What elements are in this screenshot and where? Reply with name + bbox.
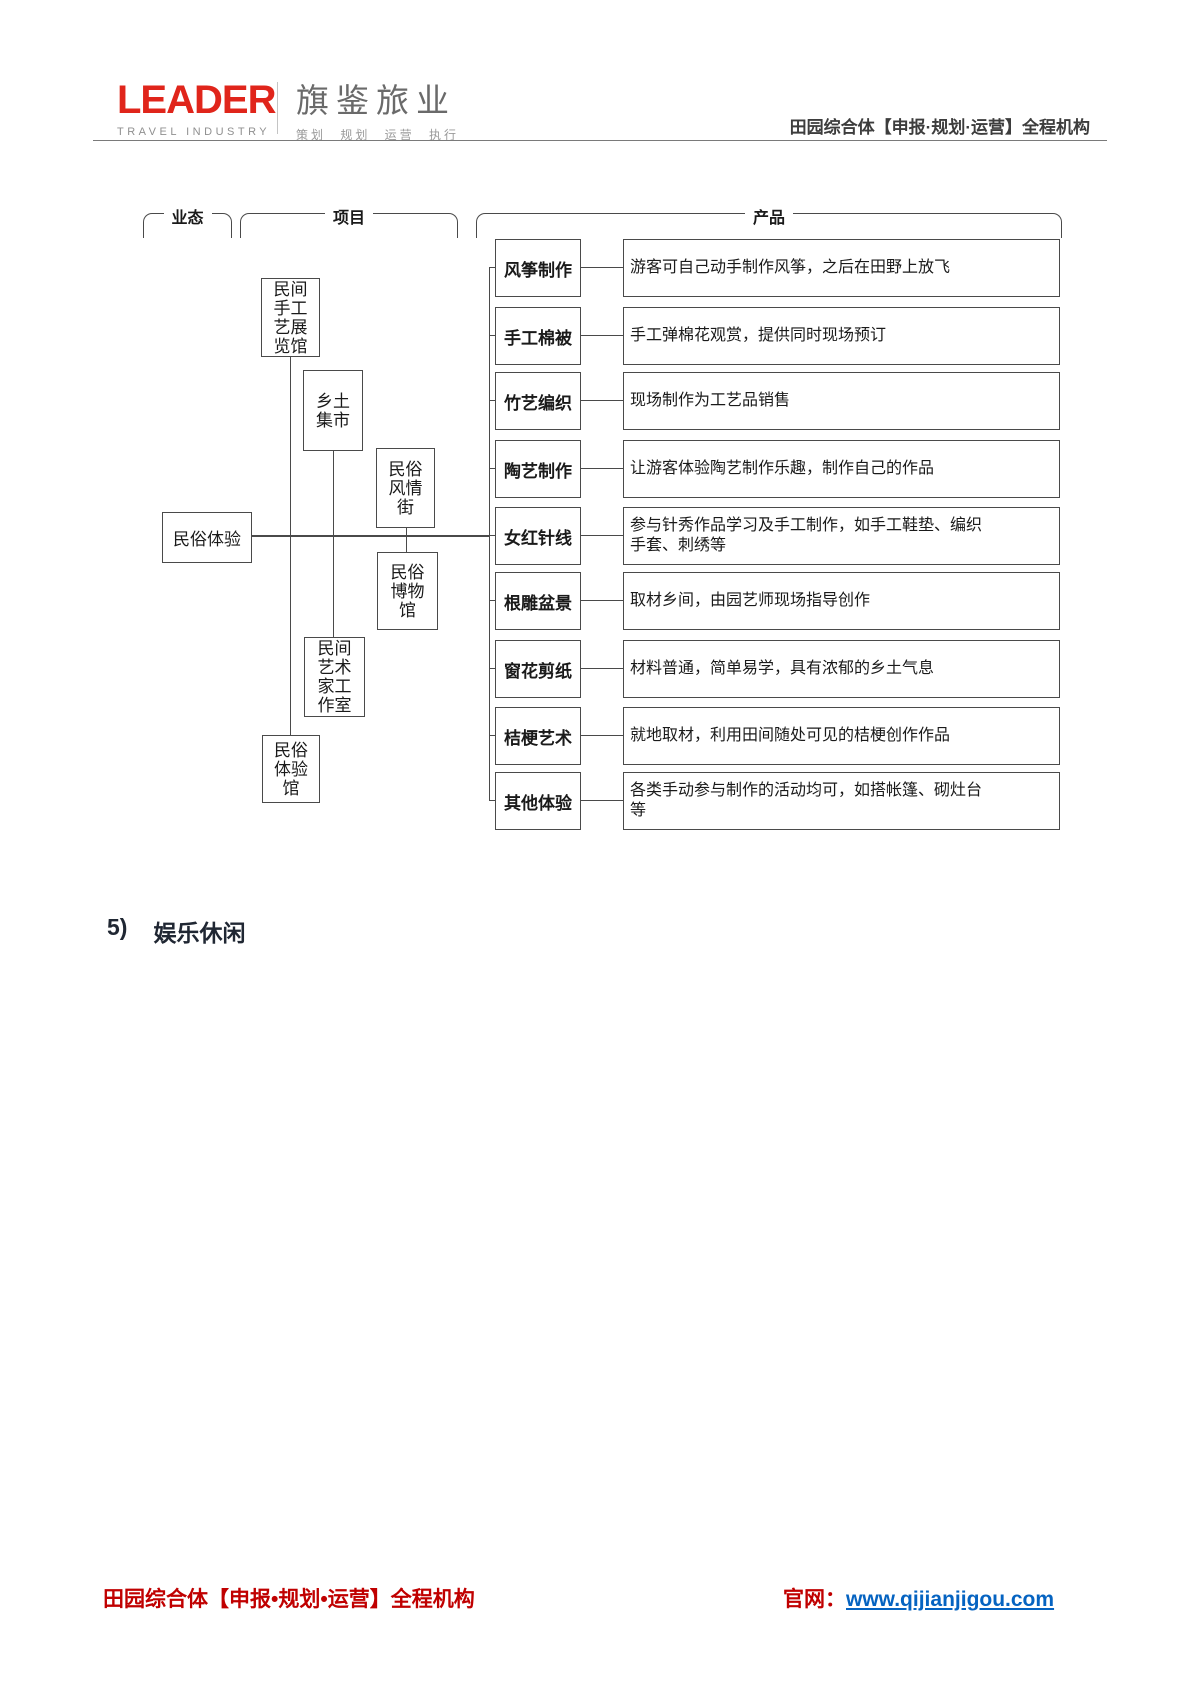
stub-spine-row5 — [489, 535, 495, 536]
connector-exhibit-hall-line — [290, 357, 291, 735]
stub-spine-row7 — [489, 668, 495, 669]
stub-desc-row8 — [581, 735, 623, 736]
stub-desc-row2 — [581, 335, 623, 336]
column-label-business: 业态 — [163, 204, 212, 228]
stub-desc-row1 — [581, 267, 623, 268]
product-box-root-carving-bonsai: 根雕盆景 — [495, 572, 581, 630]
footer-site-label: 官网： — [783, 1588, 846, 1611]
product-box-bamboo-weaving: 竹艺编织 — [495, 372, 581, 430]
product-box-paper-cutting: 窗花剪纸 — [495, 640, 581, 698]
footer-left-text: 田园综合体【申报•规划•运营】全程机构 — [103, 1588, 475, 1611]
column-label-project: 项目 — [324, 204, 374, 228]
product-desc-other-experience: 各类手动参与制作的活动均可，如搭帐篷、砌灶台 等 — [623, 772, 1060, 830]
stub-desc-row4 — [581, 468, 623, 469]
column-bracket-project: 项目 — [240, 204, 458, 238]
project-box-folk-artist-studio: 民间艺术家工作室 — [304, 637, 365, 717]
product-box-handmade-quilt: 手工棉被 — [495, 307, 581, 365]
product-box-other-experience: 其他体验 — [495, 772, 581, 830]
company-logo: LEADER TRAVEL INDUSTRY — [117, 78, 276, 138]
product-box-pottery-making: 陶艺制作 — [495, 440, 581, 498]
column-bracket-business: 业态 — [143, 204, 232, 238]
project-box-rural-market: 乡土集市 — [303, 370, 363, 451]
logo-subtitle: TRAVEL INDUSTRY — [117, 126, 271, 138]
stub-spine-row3 — [489, 400, 495, 401]
logo-cn-tagline: 策划 规划 运营 执行 — [296, 128, 460, 142]
product-desc-handmade-quilt: 手工弹棉花观赏，提供同时现场预订 — [623, 307, 1060, 365]
product-box-needlework: 女红针线 — [495, 507, 581, 565]
stub-spine-row1 — [489, 267, 495, 268]
logo-cn-name: 旗鉴旅业 — [296, 82, 456, 119]
column-label-product: 产品 — [744, 204, 794, 228]
project-box-folk-experience-hall: 民俗体验馆 — [262, 735, 320, 803]
product-desc-pottery-making: 让游客体验陶艺制作乐趣，制作自己的作品 — [623, 440, 1060, 498]
section-heading: 5) 娱乐休闲 — [107, 914, 245, 948]
stub-spine-row6 — [489, 600, 495, 601]
product-box-stalk-art: 桔梗艺术 — [495, 707, 581, 765]
logo-divider — [277, 82, 278, 134]
stub-desc-row6 — [581, 600, 623, 601]
footer-right-block: 官网：www.qijianjigou.com — [783, 1583, 1054, 1613]
stub-desc-row3 — [581, 400, 623, 401]
stub-desc-row5 — [581, 535, 623, 536]
connector-market-line — [333, 451, 334, 637]
stub-spine-row9 — [489, 800, 495, 801]
product-desc-bamboo-weaving: 现场制作为工艺品销售 — [623, 372, 1060, 430]
product-desc-stalk-art: 就地取材，利用田间随处可见的桔梗创作作品 — [623, 707, 1060, 765]
stub-spine-row4 — [489, 468, 495, 469]
project-box-folk-museum: 民俗博物馆 — [377, 552, 438, 630]
product-desc-needlework: 参与针秀作品学习及手工制作，如手工鞋垫、编织 手套、刺绣等 — [623, 507, 1060, 565]
footer-site-link[interactable]: www.qijianjigou.com — [846, 1588, 1055, 1611]
logo-wordmark: LEADER — [117, 78, 276, 122]
stub-spine-row8 — [489, 735, 495, 736]
logo-cn-block: 旗鉴旅业 策划 规划 运营 执行 — [296, 84, 459, 143]
stub-spine-row2 — [489, 335, 495, 336]
stub-desc-row9 — [581, 800, 623, 801]
column-bracket-product: 产品 — [476, 204, 1062, 238]
stub-desc-row7 — [581, 668, 623, 669]
project-box-folk-custom-street: 民俗风情街 — [376, 448, 435, 528]
section-title: 娱乐休闲 — [153, 920, 246, 946]
connector-main-line — [252, 535, 489, 537]
section-number: 5) — [107, 914, 128, 940]
business-box-folk-experience: 民俗体验 — [162, 512, 252, 563]
product-desc-kite-making: 游客可自己动手制作风筝，之后在田野上放飞 — [623, 239, 1060, 297]
project-box-folk-handicraft-exhibit-hall: 民间手工艺展览馆 — [261, 278, 320, 357]
connector-product-spine — [489, 268, 490, 801]
header-right-title: 田园综合体【申报·规划·运营】全程机构 — [789, 118, 1090, 137]
connector-street-museum-line — [406, 528, 407, 552]
product-desc-root-carving-bonsai: 取材乡间，由园艺师现场指导创作 — [623, 572, 1060, 630]
product-desc-paper-cutting: 材料普通，简单易学，具有浓郁的乡土气息 — [623, 640, 1060, 698]
header-rule — [93, 140, 1107, 141]
product-box-kite-making: 风筝制作 — [495, 239, 581, 297]
